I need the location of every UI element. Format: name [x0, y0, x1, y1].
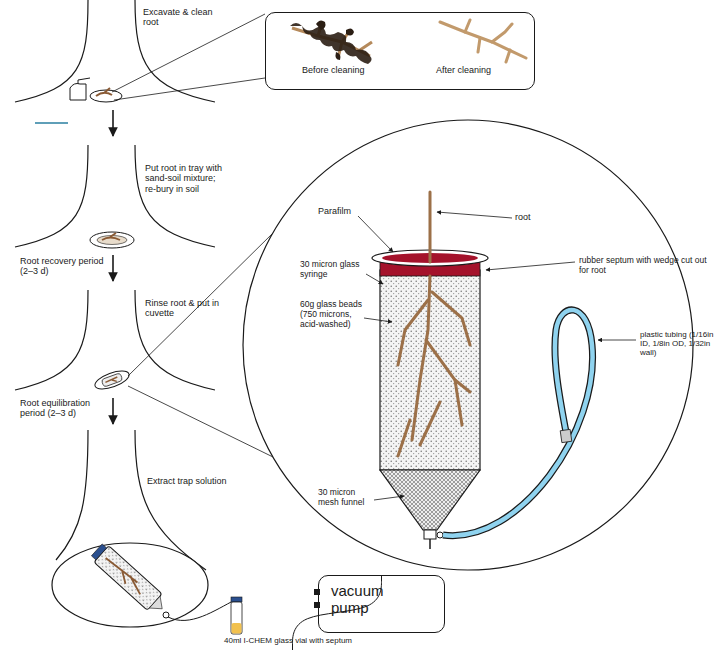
plastic-tubing — [443, 310, 593, 536]
plastic-tubing — [443, 310, 593, 536]
leader-line — [598, 340, 636, 341]
node-label: After cleaning — [436, 65, 491, 75]
pump-box: vacuum pump — [318, 575, 445, 633]
soil-pit — [15, 290, 88, 390]
root — [432, 292, 470, 345]
step-arrow — [112, 255, 114, 281]
zoom-panel: Before cleaning After cleaning — [265, 12, 535, 90]
vial: 40ml I-CHEM glass vial with septum — [224, 596, 361, 650]
cuvette — [101, 373, 123, 387]
step-label: Put root in tray with sand-soil mixture;… — [145, 163, 225, 194]
part-label: Parafilm — [318, 206, 362, 216]
period-label: Root recovery period (2–3 d) — [20, 256, 106, 277]
zoom-leader — [114, 78, 265, 100]
leader-line — [486, 262, 575, 270]
syringe — [429, 539, 431, 549]
zoom-leader — [128, 233, 273, 457]
leader-line — [437, 212, 512, 218]
cuvette — [93, 367, 132, 392]
cuvette — [93, 367, 132, 392]
zoom-leader — [112, 14, 265, 100]
soil-pit — [15, 0, 88, 102]
syringe — [437, 532, 443, 538]
tray — [90, 232, 134, 248]
part-label: 30 micron mesh funnel — [318, 488, 374, 508]
pump-port — [314, 589, 320, 595]
extraction-setup — [94, 546, 162, 611]
step-arrow — [112, 398, 114, 424]
tray — [90, 232, 134, 248]
syringe — [424, 530, 436, 539]
extraction-setup — [91, 544, 106, 560]
soil-pit — [15, 145, 88, 247]
extraction-setup — [168, 600, 235, 620]
vial-glass — [231, 602, 242, 634]
part-label: plastic tubing (1/16in ID, 1/8in OD, 1/3… — [640, 330, 718, 358]
root-before-cleaning — [290, 23, 372, 64]
node-label: Before cleaning — [302, 65, 365, 75]
step-arrow — [112, 110, 114, 136]
vial-picture — [228, 596, 246, 636]
plastic-tubing — [443, 310, 593, 536]
extraction-setup — [52, 542, 235, 627]
root — [429, 192, 432, 262]
root-before-cleaning — [316, 20, 354, 60]
root-before-cleaning — [290, 20, 372, 64]
extraction-setup — [102, 556, 145, 596]
accent-line — [35, 122, 68, 124]
spray-bottle — [70, 84, 86, 101]
syringe — [380, 270, 480, 470]
trap-solution — [232, 623, 242, 634]
node-label: vacuum pump — [331, 582, 403, 617]
step-label: Rinse root & put in cuvette — [145, 298, 225, 319]
spray-bottle — [70, 78, 122, 102]
leader-line — [366, 274, 383, 284]
syringe — [380, 470, 480, 530]
zoom-leader — [128, 386, 273, 457]
spray-bottle — [78, 78, 90, 84]
root — [398, 420, 410, 456]
leader-line — [358, 216, 393, 252]
step-label: Excavate & clean root — [143, 7, 215, 28]
root-after-cleaning — [440, 22, 526, 58]
soil-pit — [135, 145, 215, 247]
root-after-cleaning — [440, 20, 526, 62]
tray — [102, 233, 120, 240]
plastic-tubing — [560, 429, 572, 442]
extraction-setup — [52, 543, 208, 627]
leader-line — [364, 318, 392, 322]
soil-pit — [56, 430, 88, 560]
vial-cap — [231, 597, 242, 602]
zoom-leader — [128, 233, 273, 376]
node-label: 40ml I-CHEM glass vial with septum — [224, 636, 352, 645]
root — [420, 402, 440, 445]
period-label: Root equilibration period (2–3 d) — [20, 398, 108, 419]
part-label: rubber septum with wedge cut out for roo… — [579, 256, 717, 276]
pump-port — [314, 589, 320, 608]
part-label: root — [515, 212, 545, 222]
syringe — [372, 250, 488, 549]
cuvette — [105, 377, 119, 385]
spray-bottle — [96, 88, 112, 96]
root — [398, 192, 470, 456]
extraction-setup — [89, 542, 169, 617]
leader-line — [374, 496, 404, 500]
part-label: 60g glass beads (750 microns, acid-washe… — [300, 300, 364, 329]
pump-port — [314, 602, 320, 608]
part-label: 30 micron glass syringe — [300, 260, 364, 280]
step-label: Extract trap solution — [147, 476, 237, 486]
zoom-leader — [112, 14, 265, 92]
zoom-circle — [243, 120, 693, 570]
root — [455, 380, 470, 392]
root — [398, 300, 428, 365]
root-after-cleaning — [465, 20, 512, 62]
